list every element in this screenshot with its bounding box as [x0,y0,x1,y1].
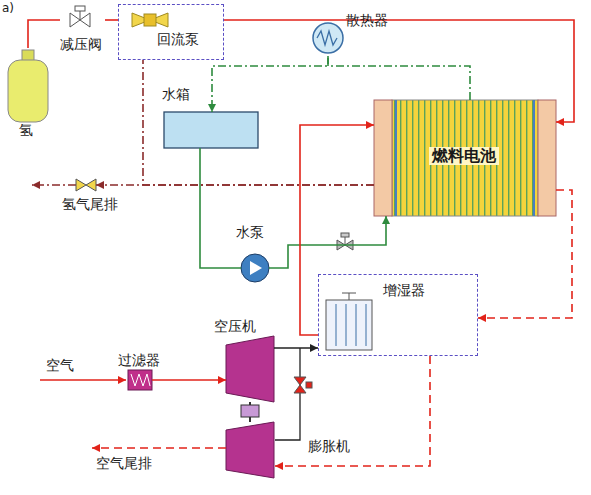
water-tank [164,112,258,148]
bypass-line-part [294,385,306,393]
air-filter [128,370,152,390]
water-pump-node: 水泵 [230,224,282,286]
humidifier-core-part [366,304,367,346]
flow-connector [212,56,328,112]
pressure-valve-part [70,13,80,27]
flow-connector [328,56,470,100]
fuel-cell-node: 燃料电池 [374,100,556,216]
expander [226,422,274,478]
fuel-cell-stack-part [392,100,538,216]
figure-tag: a) [2,0,14,16]
pressure-valve-part [75,6,85,11]
flow-connector [200,148,241,268]
fuel-cell-stack-part [533,100,535,216]
exhaust-valve-part [76,179,86,191]
water-valve [337,233,353,250]
water-pump-icon-part [241,254,269,282]
flow-connector [478,190,572,318]
radiator-icon-part [313,23,343,53]
humidifier-core-part [356,304,357,346]
bypass-line-part [294,377,306,385]
flow-connector [275,356,430,466]
water-pump-icon-part [250,261,262,275]
bypass-line-part [275,348,300,440]
compressor-part [226,336,274,402]
humidifier-core [326,293,372,350]
expander-node: 膨胀机 [224,420,353,480]
bypass-line-part [306,382,312,388]
water-valve-part [341,233,349,237]
node-label: 氢气尾排 [62,196,118,212]
humidifier-core-part [346,304,347,346]
expander-part [226,422,274,478]
flow-connector [274,347,318,349]
air-filter-part [128,370,152,390]
flow-connector [152,379,226,381]
node-label: 水箱 [162,86,190,102]
humidifier-box: 增湿器 [318,274,478,356]
hydrogen-tank-node: 氢 [5,48,51,150]
humidifier-core-part [336,304,337,346]
node-label: 散热器 [346,12,388,28]
compressor-node: 空压机 [214,318,278,402]
recirculation-pump [132,13,168,27]
radiator-icon [313,23,343,53]
humidifier-core-part [326,300,372,350]
valve-node: 减压阀 [60,8,105,54]
hydrogen-tank-part [8,60,48,122]
hydrogen-tank [8,50,48,122]
flow-connector [300,125,374,335]
node-label: 增湿器 [383,282,425,298]
node-label: 空压机 [214,318,256,334]
pressure-valve-part [80,13,90,27]
shaft-coupling-part [241,405,259,417]
flow-connector [143,60,374,185]
flow-connector [269,216,386,268]
bypass-line [275,348,312,440]
radiator-icon-part [317,31,337,45]
air-filter-part [131,374,150,386]
exhaust-label: 空气尾排 [96,455,152,471]
inlet-label: 空气 [46,357,74,373]
water-pump-icon [241,254,269,282]
air-inlet-line [40,379,126,381]
exhaust-valve-node: 氢气尾排 [62,174,132,216]
humidifier-core-part [349,293,350,300]
filter-node: 过滤器 [112,352,164,392]
exhaust-valve-part [86,179,96,191]
air-exhaust-line [92,447,226,449]
node-label: 燃料电池 [429,147,499,165]
humidifier-core-part [342,293,356,294]
hydrogen-tank-part [22,50,34,61]
node-label: 过滤器 [118,352,160,368]
node-label: 减压阀 [60,36,102,52]
tank-node: 水箱 [160,86,260,150]
recirculation-pump-part [144,14,156,26]
flow-connector [224,20,574,122]
node-label: 水泵 [236,224,264,240]
compressor [226,336,274,402]
shaft-coupling [241,402,259,422]
node-label: 氢 [19,122,33,138]
node-label: 回流泵 [157,31,199,47]
radiator-node: 散热器 [308,8,420,56]
fuel-cell-stack-part [395,100,397,216]
fuel-cell-stack-part [538,100,556,216]
fuel-cell-stack [374,100,556,216]
flow-connector [28,20,60,48]
fuel-cell-stack-part [374,100,392,216]
flow-connector [105,19,118,21]
exhaust-valve-part [32,184,76,186]
node-label: 膨胀机 [308,438,350,454]
exhaust-valve [32,179,96,191]
pump-box: 回流泵 [118,4,224,60]
pressure-valve [70,6,90,27]
